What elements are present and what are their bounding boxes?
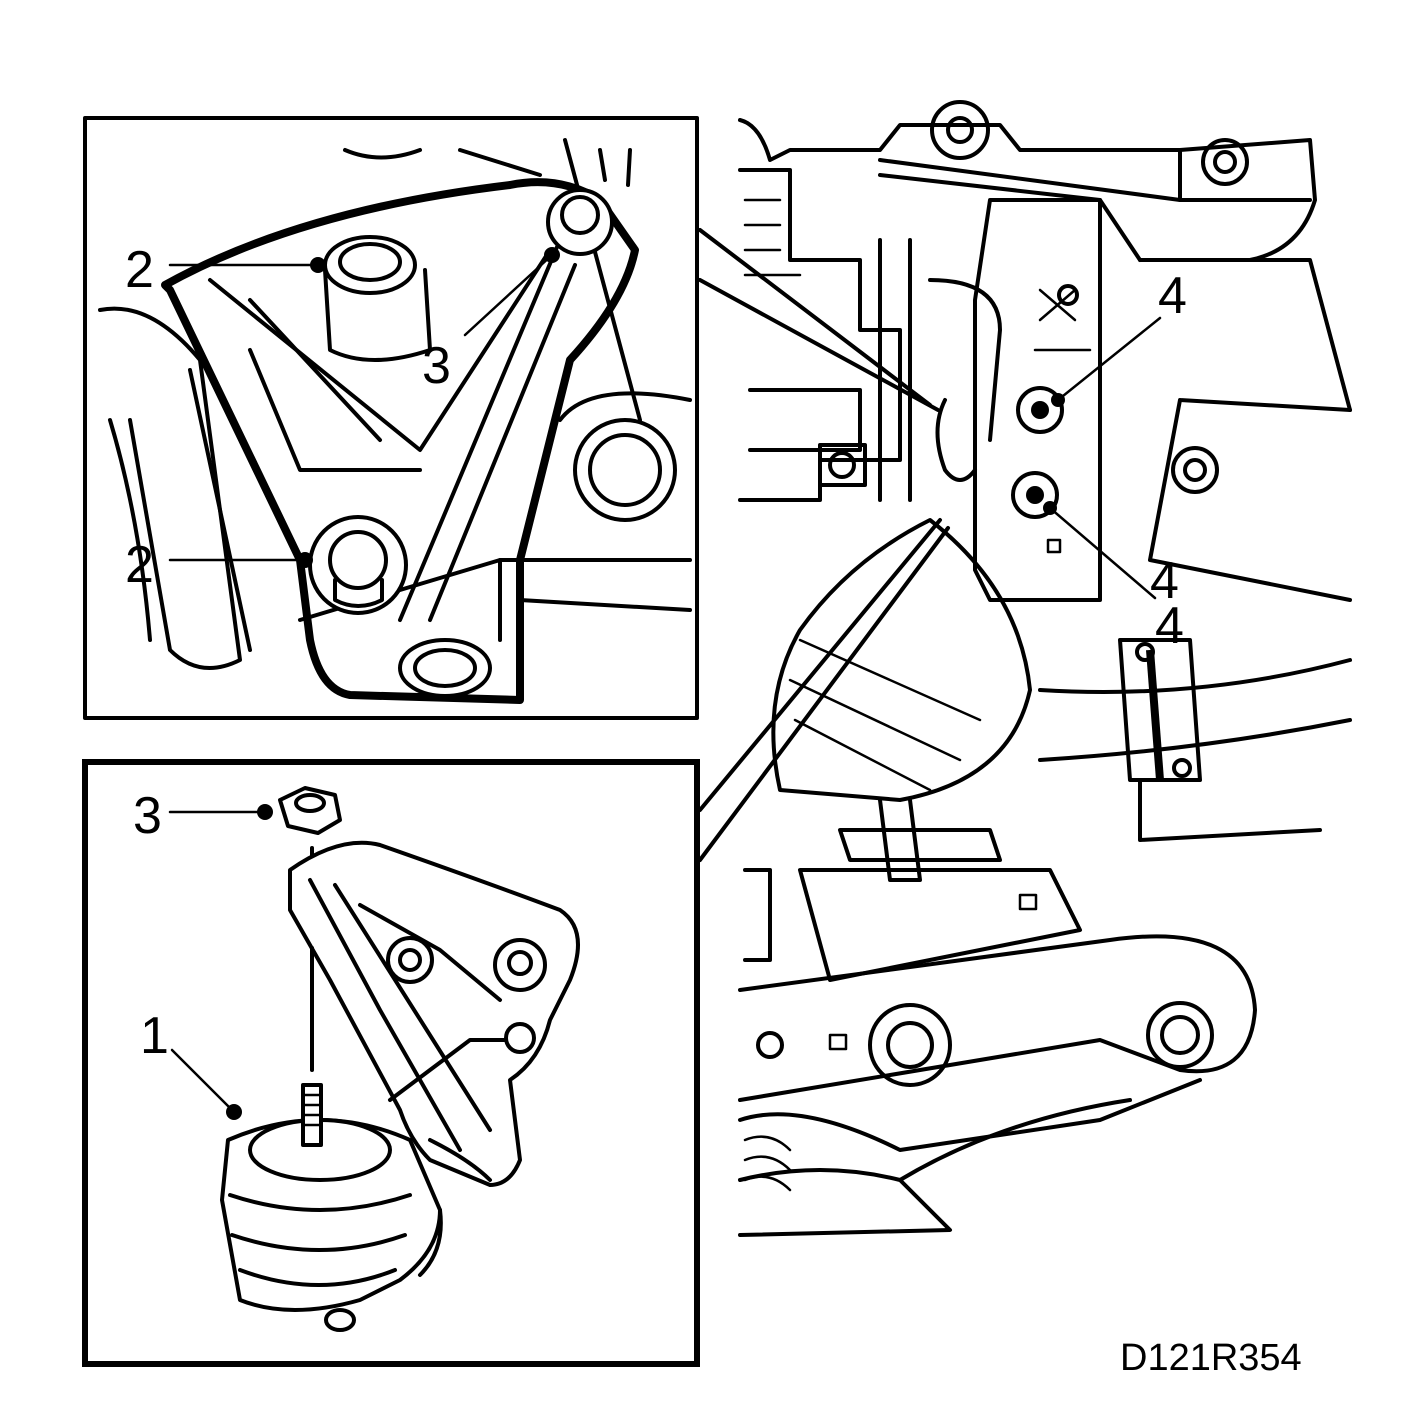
zoom-leader-lower [698, 518, 950, 862]
figure-code: D121R354 [1120, 1337, 1302, 1379]
inset-installed: 2 2 3 [83, 116, 699, 720]
callout-2-upper: 2 [125, 241, 154, 299]
callout-1: 1 [140, 1007, 169, 1065]
inset-exploded: 3 1 [82, 759, 700, 1367]
callout-4-bottom: 4 [1155, 597, 1184, 655]
callout-4-top: 4 [1158, 267, 1187, 325]
callout-2-lower: 2 [125, 536, 154, 594]
main-view [738, 100, 1352, 1237]
callouts-4: 4 4 4 [1043, 267, 1187, 655]
callout-4-mid: 4 [1150, 552, 1179, 610]
zoom-leader-upper [698, 228, 940, 412]
callout-3-exploded: 3 [133, 787, 162, 845]
callout-3-inset: 3 [422, 337, 451, 395]
